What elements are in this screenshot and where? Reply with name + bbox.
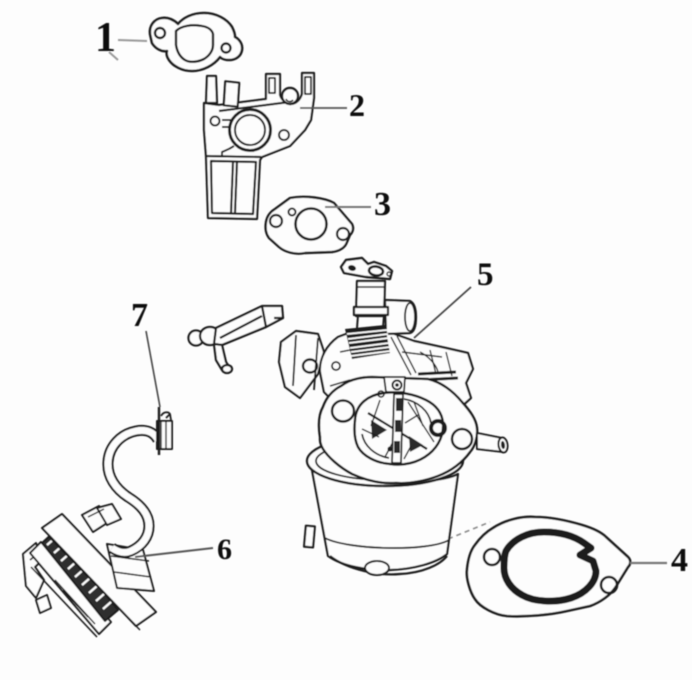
svg-text:7: 7 xyxy=(131,297,148,334)
svg-text:6: 6 xyxy=(217,533,232,566)
svg-text:3: 3 xyxy=(374,186,391,223)
svg-text:5: 5 xyxy=(477,257,494,293)
svg-text:1: 1 xyxy=(95,15,116,61)
svg-text:4: 4 xyxy=(671,542,688,579)
svg-text:2: 2 xyxy=(349,87,365,123)
